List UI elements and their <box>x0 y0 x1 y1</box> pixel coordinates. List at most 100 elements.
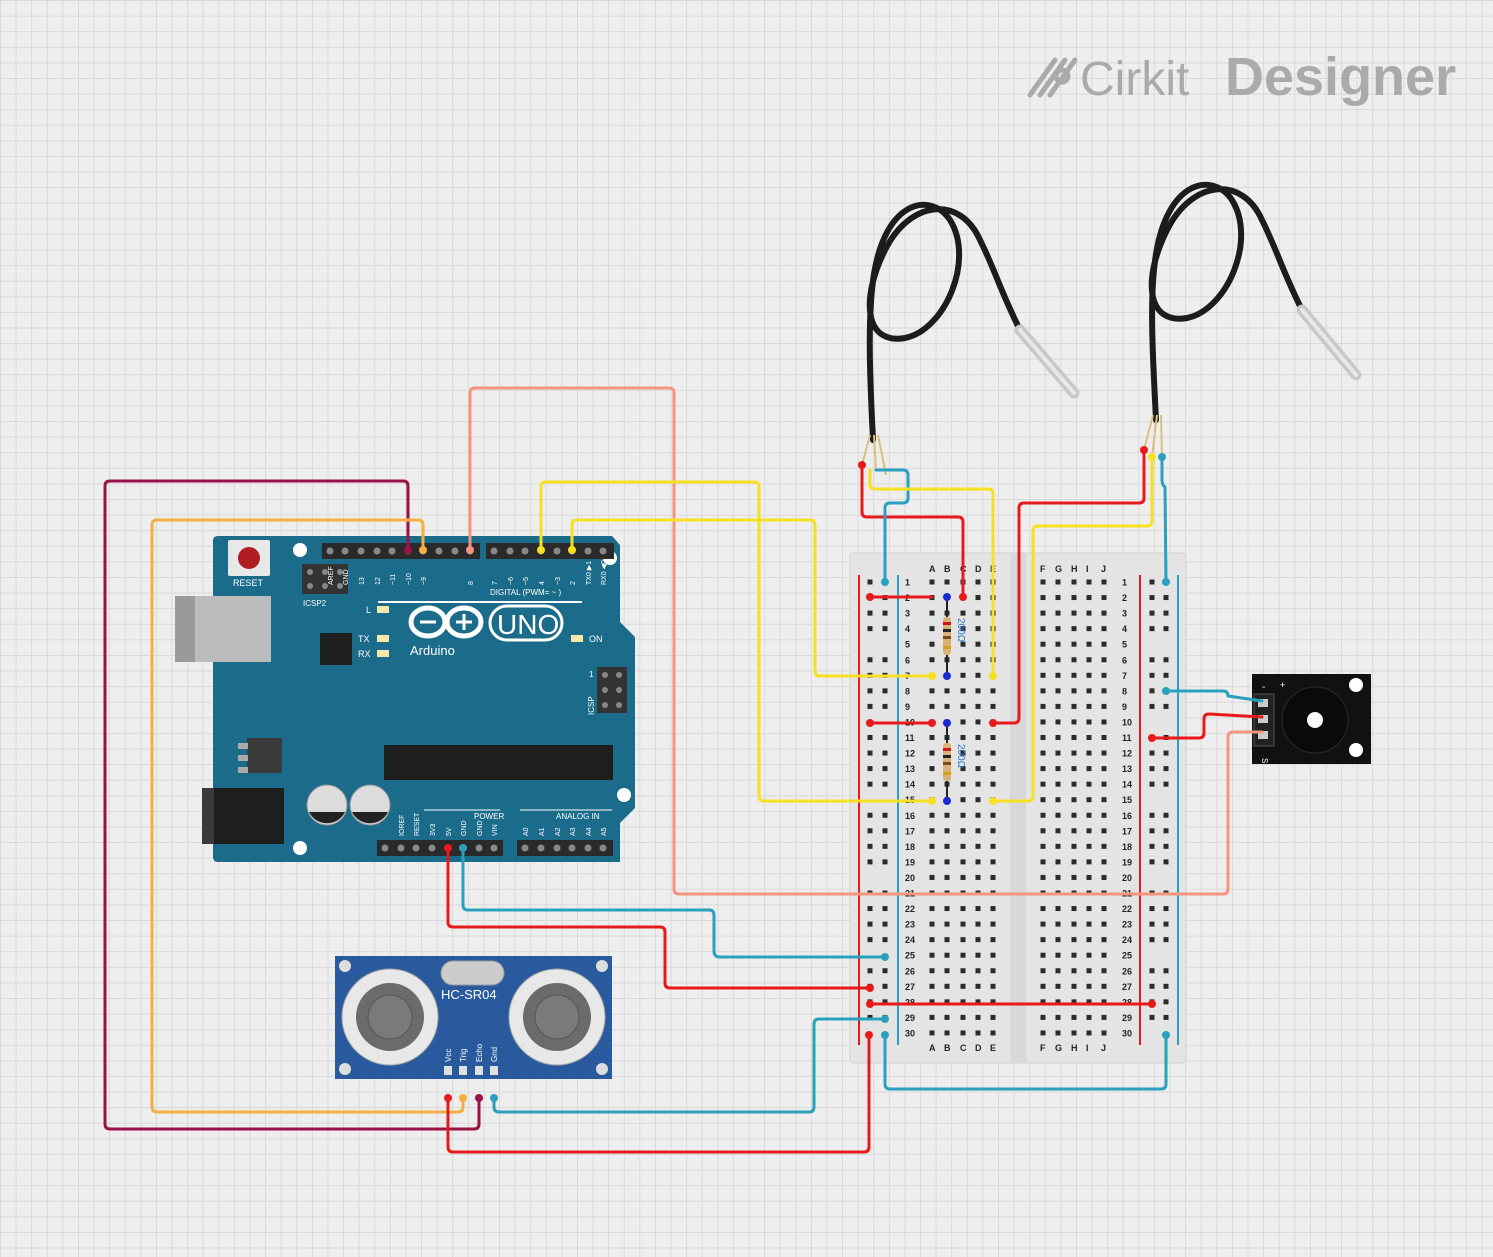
breadboard-hole[interactable] <box>1101 719 1107 725</box>
breadboard-hole[interactable] <box>975 595 981 601</box>
breadboard-hole[interactable] <box>1101 921 1107 927</box>
breadboard-hole[interactable] <box>960 766 966 772</box>
rail-hole[interactable] <box>882 610 888 616</box>
breadboard-hole[interactable] <box>929 999 935 1005</box>
breadboard-hole[interactable] <box>1071 595 1077 601</box>
breadboard-hole[interactable] <box>1071 1014 1077 1020</box>
breadboard-hole[interactable] <box>960 610 966 616</box>
rail-hole[interactable] <box>867 906 873 912</box>
header-pin[interactable] <box>475 844 483 852</box>
breadboard-hole[interactable] <box>929 688 935 694</box>
rail-hole[interactable] <box>1163 610 1169 616</box>
breadboard-hole[interactable] <box>944 937 950 943</box>
breadboard-hole[interactable] <box>1101 735 1107 740</box>
header-pin[interactable] <box>521 547 529 555</box>
breadboard-hole[interactable] <box>990 703 996 709</box>
header-pin[interactable] <box>451 547 459 555</box>
rail-hole[interactable] <box>882 657 888 663</box>
breadboard-hole[interactable] <box>960 968 966 974</box>
breadboard-hole[interactable] <box>1040 672 1046 678</box>
breadboard-hole[interactable] <box>975 1030 981 1036</box>
breadboard-hole[interactable] <box>944 688 950 694</box>
breadboard-hole[interactable] <box>944 812 950 818</box>
rail-hole[interactable] <box>1163 766 1169 772</box>
breadboard-hole[interactable] <box>1055 968 1061 974</box>
breadboard-hole[interactable] <box>1101 1014 1107 1020</box>
rail-hole[interactable] <box>1163 859 1169 865</box>
breadboard-hole[interactable] <box>929 874 935 880</box>
rail-hole[interactable] <box>867 735 873 740</box>
breadboard-hole[interactable] <box>1086 672 1092 678</box>
rail-hole[interactable] <box>1163 595 1169 601</box>
rail-hole[interactable] <box>1149 626 1155 632</box>
breadboard-hole[interactable] <box>929 937 935 943</box>
breadboard-hole[interactable] <box>960 797 966 803</box>
breadboard-hole[interactable] <box>1040 921 1046 927</box>
rail-hole[interactable] <box>1163 1014 1169 1020</box>
breadboard-hole[interactable] <box>1101 999 1107 1005</box>
rail-hole[interactable] <box>882 906 888 912</box>
breadboard-hole[interactable] <box>929 781 935 787</box>
breadboard-hole[interactable] <box>1055 859 1061 865</box>
breadboard-hole[interactable] <box>1086 766 1092 772</box>
breadboard-hole[interactable] <box>1040 626 1046 632</box>
header-pin[interactable] <box>521 844 529 852</box>
breadboard-hole[interactable] <box>1086 688 1092 694</box>
breadboard-hole[interactable] <box>929 1014 935 1020</box>
breadboard-hole[interactable] <box>1040 952 1046 958</box>
breadboard-hole[interactable] <box>929 735 935 740</box>
breadboard-hole[interactable] <box>1071 906 1077 912</box>
rail-hole[interactable] <box>1149 968 1155 974</box>
breadboard-hole[interactable] <box>1055 1030 1061 1036</box>
breadboard-hole[interactable] <box>1040 719 1046 725</box>
breadboard-hole[interactable] <box>990 906 996 912</box>
rail-hole[interactable] <box>1163 828 1169 834</box>
rail-hole[interactable] <box>882 999 888 1005</box>
breadboard-hole[interactable] <box>975 610 981 616</box>
breadboard-hole[interactable] <box>975 1014 981 1020</box>
rail-hole[interactable] <box>1149 579 1155 585</box>
rail-hole[interactable] <box>1163 750 1169 756</box>
header-pin[interactable] <box>397 844 405 852</box>
breadboard-hole[interactable] <box>1055 983 1061 989</box>
breadboard-hole[interactable] <box>1040 874 1046 880</box>
breadboard-hole[interactable] <box>1071 766 1077 772</box>
breadboard-hole[interactable] <box>929 952 935 958</box>
breadboard-hole[interactable] <box>1040 999 1046 1005</box>
breadboard-hole[interactable] <box>944 579 950 585</box>
breadboard-hole[interactable] <box>1086 828 1092 834</box>
breadboard-hole[interactable] <box>975 812 981 818</box>
breadboard-hole[interactable] <box>990 843 996 849</box>
rail-hole[interactable] <box>867 968 873 974</box>
breadboard-hole[interactable] <box>1086 610 1092 616</box>
breadboard-hole[interactable] <box>1101 983 1107 989</box>
rail-hole[interactable] <box>1163 937 1169 943</box>
breadboard-hole[interactable] <box>975 703 981 709</box>
breadboard-hole[interactable] <box>960 735 966 740</box>
rail-hole[interactable] <box>867 812 873 818</box>
breadboard-hole[interactable] <box>960 1030 966 1036</box>
sensor-pin[interactable] <box>475 1066 483 1075</box>
breadboard-hole[interactable] <box>1055 781 1061 787</box>
breadboard-hole[interactable] <box>975 766 981 772</box>
breadboard-hole[interactable] <box>990 735 996 740</box>
breadboard-hole[interactable] <box>1040 595 1046 601</box>
breadboard-hole[interactable] <box>960 688 966 694</box>
breadboard-hole[interactable] <box>975 937 981 943</box>
header-pin[interactable] <box>381 844 389 852</box>
breadboard-hole[interactable] <box>975 828 981 834</box>
rail-hole[interactable] <box>1149 859 1155 865</box>
breadboard-hole[interactable] <box>990 688 996 694</box>
breadboard-hole[interactable] <box>960 999 966 1005</box>
rail-hole[interactable] <box>1149 921 1155 927</box>
breadboard-hole[interactable] <box>990 766 996 772</box>
breadboard-hole[interactable] <box>1101 1030 1107 1036</box>
rail-hole[interactable] <box>867 921 873 927</box>
breadboard-hole[interactable] <box>975 952 981 958</box>
breadboard-hole[interactable] <box>944 968 950 974</box>
breadboard-hole[interactable] <box>1055 610 1061 616</box>
breadboard-hole[interactable] <box>1101 812 1107 818</box>
breadboard-hole[interactable] <box>1071 626 1077 632</box>
breadboard-hole[interactable] <box>1071 750 1077 756</box>
breadboard-hole[interactable] <box>990 859 996 865</box>
